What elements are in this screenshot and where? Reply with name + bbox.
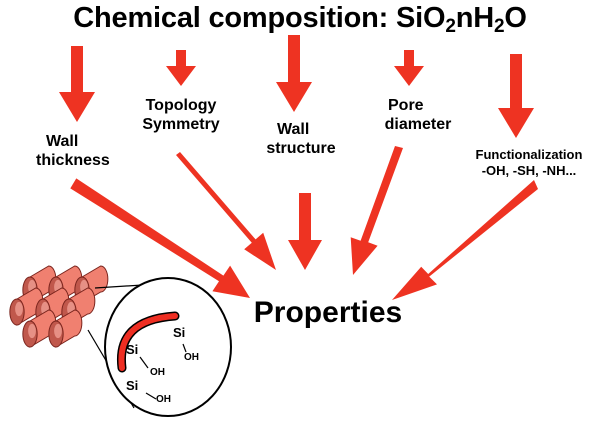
label-topology-symmetry: Topology Symmetry xyxy=(142,97,220,133)
arrow-functionalization-to-properties xyxy=(392,180,538,300)
label-pore-diameter: Pore diameter xyxy=(384,97,452,133)
arrow-to-wall-structure xyxy=(276,35,312,112)
arrow-to-pore-diameter xyxy=(394,50,424,86)
pore-magnified-circle xyxy=(104,277,232,417)
hydroxyl-label-3: OH xyxy=(156,394,171,405)
label-wall-structure: Wall structure xyxy=(266,121,336,157)
silicon-label-1: Si xyxy=(173,325,186,340)
pore-wall-arc-fill xyxy=(118,313,178,371)
arrow-wall-thickness-to-properties xyxy=(70,178,250,298)
arrow-to-topology-symmetry xyxy=(166,50,196,86)
silicon-label-2: Si xyxy=(126,342,139,357)
hydroxyl-label-1: OH xyxy=(184,352,199,363)
silicon-label-3: Si xyxy=(126,378,139,393)
tube-highlight xyxy=(15,301,23,317)
properties-label: Properties xyxy=(253,296,403,329)
diagram-title: Chemical composition: SiO2nH2O xyxy=(73,2,527,37)
tube-highlight xyxy=(54,323,62,339)
arrow-topology-to-properties xyxy=(176,152,276,270)
silanol-bonds xyxy=(139,343,187,400)
hydroxyl-label-2: OH xyxy=(150,367,165,378)
arrow-to-functionalization xyxy=(498,54,534,138)
label-wall-thickness: Wall thickness xyxy=(36,133,110,169)
label-functionalization: Functionalization -OH, -SH, -NH... xyxy=(475,147,583,178)
arrow-wall-structure-to-properties xyxy=(288,193,322,270)
arrow-pore-diameter-to-properties xyxy=(350,146,403,275)
tube-highlight xyxy=(28,323,36,339)
arrow-to-wall-thickness xyxy=(59,46,95,122)
tube-array xyxy=(9,265,109,348)
